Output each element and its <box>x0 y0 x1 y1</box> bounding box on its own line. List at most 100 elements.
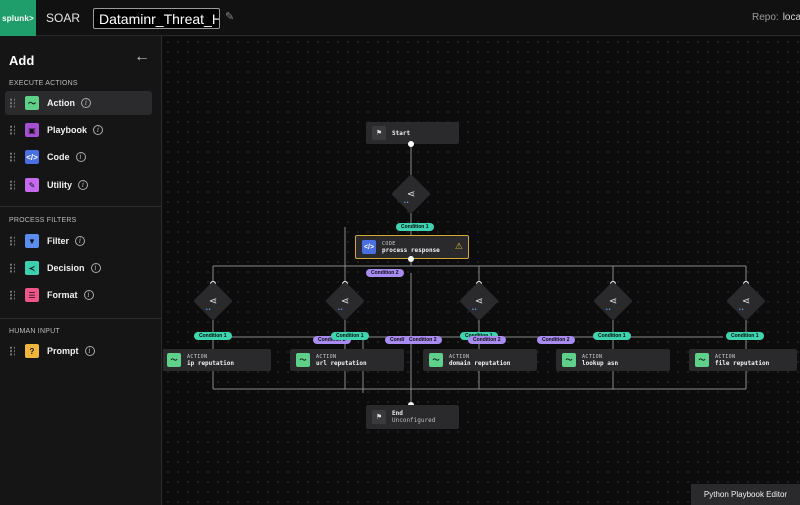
decision-status-dots: •• <box>404 200 410 206</box>
code-node[interactable]: </> CODE process response ⚠ <box>355 235 469 259</box>
info-icon[interactable]: i <box>78 180 89 190</box>
output-port[interactable] <box>408 256 414 262</box>
editor-mode-badge: Python Playbook Editor <box>691 484 800 505</box>
utility-icon: ✎ <box>25 178 39 192</box>
condition-pill[interactable]: Condition 2 <box>404 336 442 344</box>
condition-pill[interactable]: Condition 2 <box>313 336 351 344</box>
pencil-icon[interactable]: ✎ <box>225 11 235 23</box>
condition-pill[interactable]: Condition 1 <box>194 332 232 340</box>
sidebar-item-label: Utility <box>47 180 73 190</box>
node-name: domain reputation <box>449 359 511 367</box>
top-bar: splunk> SOAR Dataminr_Threat_Hu ✎ Repo:l… <box>0 0 800 36</box>
decision-status-dots: •• <box>606 307 612 313</box>
info-icon[interactable]: i <box>84 346 95 356</box>
sidebar-item-label: Action <box>47 98 75 108</box>
sidebar-item-action[interactable]: 〜 Action i <box>5 91 152 115</box>
drag-handle-icon[interactable] <box>9 290 15 300</box>
action-node-domain-reputation[interactable]: 〜 ACTION domain reputation <box>423 349 537 371</box>
condition-pill[interactable]: Condition 1 <box>726 332 764 340</box>
logo-text: splunk> <box>2 13 34 23</box>
warning-icon[interactable]: ⚠ <box>454 241 463 251</box>
sidebar-item-filter[interactable]: ▼ Filter i <box>5 229 152 253</box>
decision-status-dots: •• <box>338 307 344 313</box>
splunk-logo[interactable]: splunk> <box>0 0 36 36</box>
decision-status-dots: •• <box>472 307 478 313</box>
action-icon: 〜 <box>25 96 39 110</box>
info-icon[interactable]: i <box>75 236 86 246</box>
filter-icon: ▼ <box>25 234 39 248</box>
info-icon[interactable]: i <box>90 263 101 273</box>
repo-label: Repo: <box>752 12 779 23</box>
repo-value: local <box>782 12 800 23</box>
node-name: process response <box>382 246 440 254</box>
decision-icon: ⋖ <box>406 188 416 200</box>
condition-pill[interactable]: Condition 1 <box>396 223 434 231</box>
decision-icon: ⋖ <box>608 295 618 307</box>
drag-handle-icon[interactable] <box>9 236 15 246</box>
panel-title: Add <box>9 53 35 68</box>
drag-handle-icon[interactable] <box>9 346 15 356</box>
code-icon: </> <box>25 150 39 164</box>
prompt-icon: ? <box>25 344 39 358</box>
playbook-canvas[interactable]: ⚑ Start ⋖ •• Condition 1 </> CODE proces… <box>163 37 800 505</box>
node-type: ACTION <box>187 353 208 360</box>
sidebar-item-prompt[interactable]: ? Prompt i <box>5 339 152 363</box>
node-name: ip reputation <box>187 359 234 367</box>
decision-icon: ⋖ <box>741 295 751 307</box>
action-icon: 〜 <box>562 353 576 367</box>
app-name: SOAR <box>46 11 81 25</box>
playbook-title-input[interactable]: Dataminr_Threat_Hu <box>93 8 220 29</box>
node-name: file reputation <box>715 359 770 367</box>
condition-pill[interactable]: Conditi <box>385 336 413 344</box>
action-node-lookup-asn[interactable]: 〜 ACTION lookup asn <box>556 349 670 371</box>
action-node-url-reputation[interactable]: 〜 ACTION url reputation <box>290 349 404 371</box>
info-icon[interactable]: i <box>81 98 91 108</box>
condition-pill[interactable]: Condition 2 <box>537 336 575 344</box>
section-divider <box>0 318 162 319</box>
drag-handle-icon[interactable] <box>9 98 15 108</box>
action-icon: 〜 <box>167 353 181 367</box>
output-port[interactable] <box>408 141 414 147</box>
sidebar-item-label: Decision <box>47 263 85 273</box>
sidebar-item-label: Format <box>47 290 78 300</box>
sidebar-item-utility[interactable]: ✎ Utility i <box>5 173 152 197</box>
condition-pill[interactable]: Condition 2 <box>366 269 404 277</box>
sidebar-item-decision[interactable]: ≺ Decision i <box>5 256 152 280</box>
section-process-filters: PROCESS FILTERS <box>9 217 77 224</box>
sidebar-item-playbook[interactable]: ▣ Playbook i <box>5 118 152 142</box>
end-label: End <box>392 410 403 417</box>
arrow-left-icon[interactable]: ← <box>134 48 150 65</box>
info-icon[interactable]: i <box>83 290 94 300</box>
node-type: ACTION <box>582 353 603 360</box>
add-panel: Add ← EXECUTE ACTIONS 〜 Action i ▣ Playb… <box>0 36 162 505</box>
action-node-ip-reputation[interactable]: 〜 ACTION ip reputation <box>163 349 271 371</box>
connection-lines <box>212 144 747 405</box>
drag-handle-icon[interactable] <box>9 180 15 190</box>
code-icon: </> <box>362 240 376 254</box>
condition-pill[interactable]: Condition 1 <box>593 332 631 340</box>
drag-handle-icon[interactable] <box>9 263 15 273</box>
info-icon[interactable]: i <box>93 125 104 135</box>
drag-handle-icon[interactable] <box>9 152 15 162</box>
node-type: ACTION <box>449 353 470 360</box>
end-node[interactable]: ⚑ End Unconfigured <box>366 405 459 429</box>
end-status: Unconfigured <box>392 417 436 424</box>
node-type: ACTION <box>316 353 337 360</box>
node-name: url reputation <box>316 359 367 367</box>
info-icon[interactable]: i <box>75 152 86 162</box>
action-icon: 〜 <box>296 353 310 367</box>
node-type: CODE <box>382 240 396 247</box>
section-divider <box>0 206 162 207</box>
sidebar-item-format[interactable]: ☰ Format i <box>5 283 152 307</box>
action-node-file-reputation[interactable]: 〜 ACTION file reputation <box>689 349 797 371</box>
condition-pill[interactable]: Condition 1 <box>331 332 369 340</box>
sidebar-item-code[interactable]: </> Code i <box>5 145 152 169</box>
start-label: Start <box>392 129 411 137</box>
condition-pill[interactable]: Condition 2 <box>468 336 506 344</box>
start-node[interactable]: ⚑ Start <box>366 122 459 144</box>
decision-icon: ⋖ <box>340 295 350 307</box>
decision-icon: ≺ <box>25 261 39 275</box>
repo-indicator: Repo:local <box>752 12 800 23</box>
drag-handle-icon[interactable] <box>9 125 15 135</box>
